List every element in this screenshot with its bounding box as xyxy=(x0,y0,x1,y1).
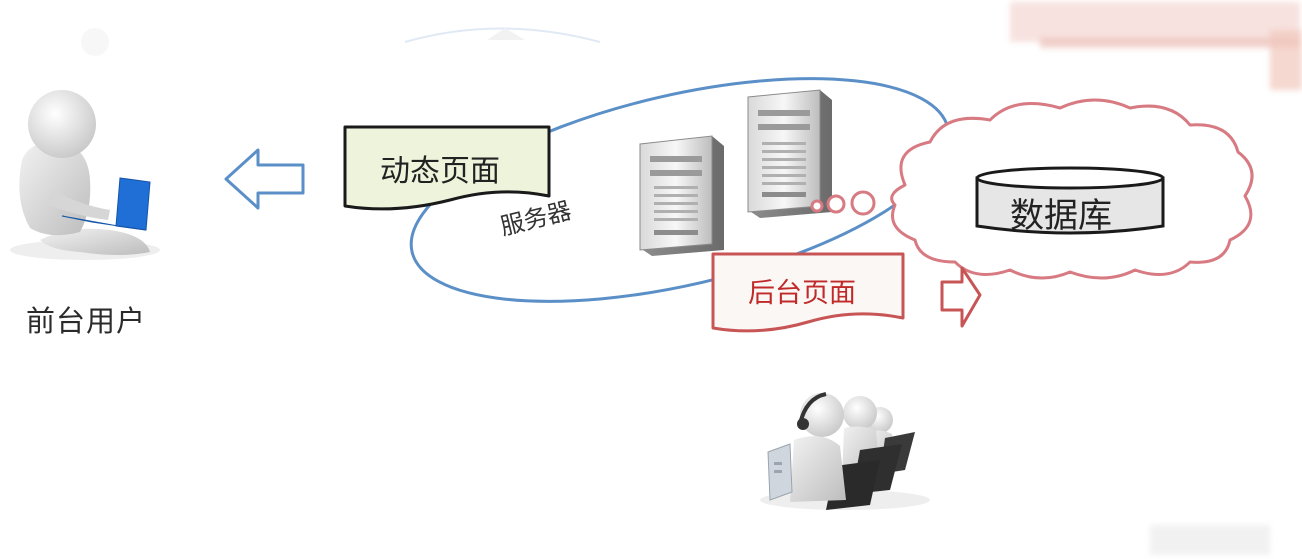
server-icon xyxy=(640,90,832,256)
dynamic-page-label: 动态页面 xyxy=(380,146,500,190)
person-with-laptop-icon xyxy=(10,90,160,260)
database-label: 数据库 xyxy=(1010,188,1112,237)
arrow-left-icon xyxy=(226,150,303,208)
frontend-user-label: 前台用户 xyxy=(26,298,146,340)
admin-page-label: 后台页面 xyxy=(748,271,856,310)
support-agents-headset-icon xyxy=(760,393,930,510)
top-faint-artifacts xyxy=(81,28,600,56)
server-tower-left xyxy=(640,136,724,256)
arrow-right-icon xyxy=(942,268,980,326)
server-tower-right xyxy=(748,90,832,218)
